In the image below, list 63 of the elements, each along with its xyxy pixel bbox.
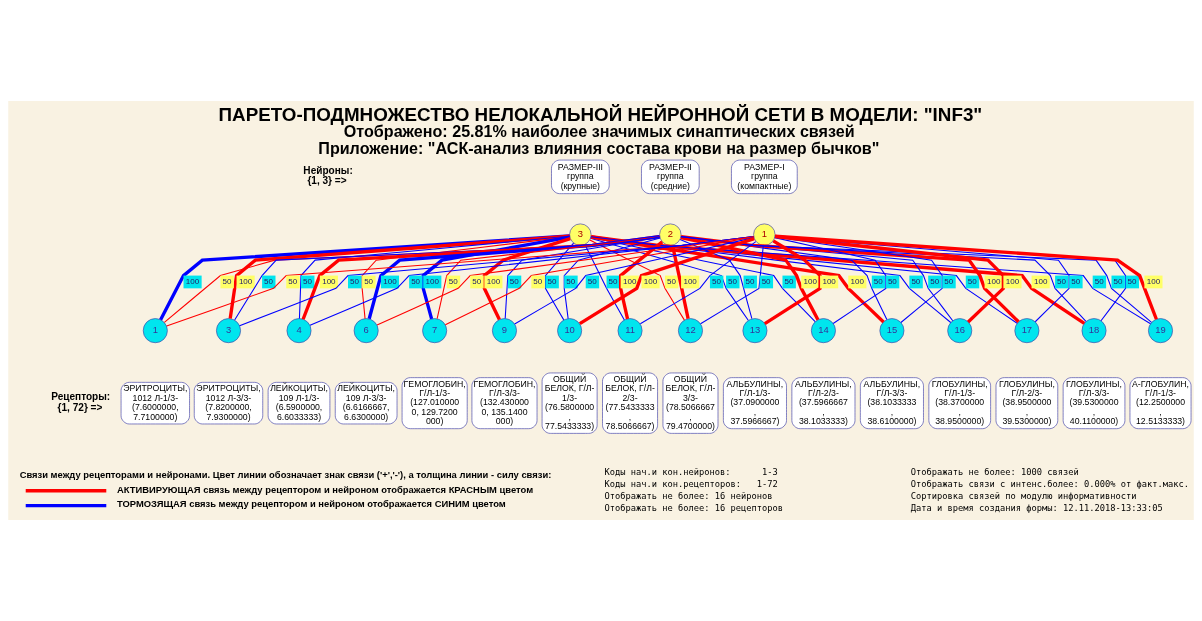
node-circle: 18	[1081, 318, 1107, 344]
diagram-title: ПАРЕТО-ПОДМНОЖЕСТВО НЕЛОКАЛЬНОЙ НЕЙРОННОЙ СЕТИ В МОДЕЛИ: "INF3"	[218, 103, 983, 125]
node-box: ГЕМОГЛОБИН, Г/Л-1/3-(127.0100000, 129.7200000)	[401, 377, 468, 429]
connector	[590, 236, 952, 324]
node-box: АЛЬБУЛИНЫ, Г/Л-3/3-(38.1033333, 38.6100000)	[860, 377, 924, 429]
node-box: ОБЩИЙ БЕЛОК, Г/Л-3/3-(78.5066667, 79.4700000)	[662, 372, 719, 434]
node-box: ЛЕЙКОЦИТЫ, 109 Л-1/3-(6.5900000, 6.6033333)	[267, 382, 331, 425]
node-box: ОБЩИЙ БЕЛОК, Г/Л-1/3-(76.5800000, 77.5433333)	[541, 372, 598, 434]
label: Коды нач.и кон.нейронов: 1-3	[604, 466, 778, 477]
node-circle: 9	[492, 318, 517, 344]
node-box: ЛЕЙКОЦИТЫ, 109 Л-3/3-(6.6166667, 6.6300000)	[334, 382, 398, 425]
node-box: АЛЬБУЛИНЫ, Г/Л-1/3-(37.0900000, 37.5966667)	[723, 377, 787, 429]
node-box: ЭРИТРОЦИТЫ, 1012 Л-3/3-(7.8200000, 7.9300000)	[193, 382, 264, 425]
label: {1, 72} =>	[57, 401, 103, 413]
node-circle: 16	[947, 318, 973, 344]
node-box: ОБЩИЙ БЕЛОК, Г/Л-2/3-(77.5433333, 78.5066667)	[602, 372, 658, 434]
connector	[589, 239, 685, 321]
node-circle: 7	[422, 318, 448, 344]
node-circle: 17	[1014, 318, 1040, 344]
node-box: ЭРИТРОЦИТЫ, 1012 Л-1/3-(7.6000000, 7.7100000)	[120, 382, 190, 425]
node-circle: 13	[742, 318, 768, 344]
node-circle: 14	[811, 318, 836, 344]
node-circle: 3	[216, 318, 241, 344]
connector	[700, 245, 764, 325]
label: {1, 3} =>	[307, 175, 347, 187]
node-box: АЛЬБУЛИНЫ, Г/Л-2/3-(37.5966667, 38.1033333)	[791, 377, 856, 429]
node-circle: 1	[142, 318, 168, 344]
node-box: ГЕМОГЛОБИН, Г/Л-3/3-(132.4300000, 135.1400000)	[471, 377, 538, 429]
label: Нейроны:	[303, 165, 353, 177]
node-box: РАЗМЕР-II группа (средние)	[641, 159, 700, 194]
label: Отображено: 25.81% наиболее значимых синаптических связей	[343, 122, 855, 141]
node-box: РАЗМЕР-I группа (компактные)	[731, 159, 798, 194]
label: Отображать не более: 16 нейронов	[604, 490, 773, 501]
label: Связи между рецепторами и нейронами. Цвет линии обозначает знак связи ('+','-'), а толщина линии - силу связи:	[19, 468, 552, 480]
label: Сортировка связей по модулю информативности	[910, 490, 1137, 501]
node-circle: 3	[569, 223, 592, 246]
connector	[228, 234, 570, 319]
connector	[159, 234, 570, 321]
label: Отображать не более: 1000 связей	[910, 466, 1079, 477]
legend-label: АКТИВИРУЮЩАЯ связь между рецептором и нейроном отображается КРАСНЫМ цветом	[117, 483, 534, 495]
node-circle: 2	[659, 223, 682, 246]
node-circle: 12	[678, 318, 703, 344]
label: Дата и время создания формы: 12.11.2018-13:33:05	[910, 502, 1163, 513]
node-circle: 10	[557, 318, 583, 344]
node-circle: 4	[286, 318, 312, 344]
label: Рецепторы:	[51, 391, 111, 403]
node-box: ГЛОБУЛИНЫ, Г/Л-2/3-(38.9500000, 39.5300000)	[995, 377, 1059, 429]
node-box: РАЗМЕР-III группа (крупные)	[551, 159, 610, 194]
node-circle: 6	[353, 318, 379, 344]
connector	[670, 244, 690, 320]
node-circle: 1	[753, 223, 776, 246]
node-box: ГЛОБУЛИНЫ, Г/Л-3/3-(39.5300000, 40.1100000)	[1062, 377, 1126, 429]
connector	[590, 236, 816, 323]
node-box: ГЛОБУЛИНЫ, Г/Л-1/3-(38.3700000, 38.9500000)	[928, 377, 991, 429]
label: Коды нач.и кон.рецепторов: 1-72	[604, 478, 778, 489]
node-circle: 19	[1148, 318, 1173, 344]
node-circle: 11	[617, 318, 643, 344]
node-box: А-ГЛОБУЛИН, Г/Л-1/3-(12.2500000, 12.5133333)	[1129, 377, 1192, 429]
label: Отображать не более: 16 рецепторов	[604, 502, 784, 513]
legend-label: ТОРМОЗЯЩАЯ связь между рецептором и нейроном отображается СИНИМ цветом	[117, 498, 506, 510]
node-circle: 15	[879, 318, 905, 344]
label: Отображать связи с интенс.более: 0.000% от факт.макс.	[910, 478, 1189, 489]
connector	[590, 236, 1018, 324]
